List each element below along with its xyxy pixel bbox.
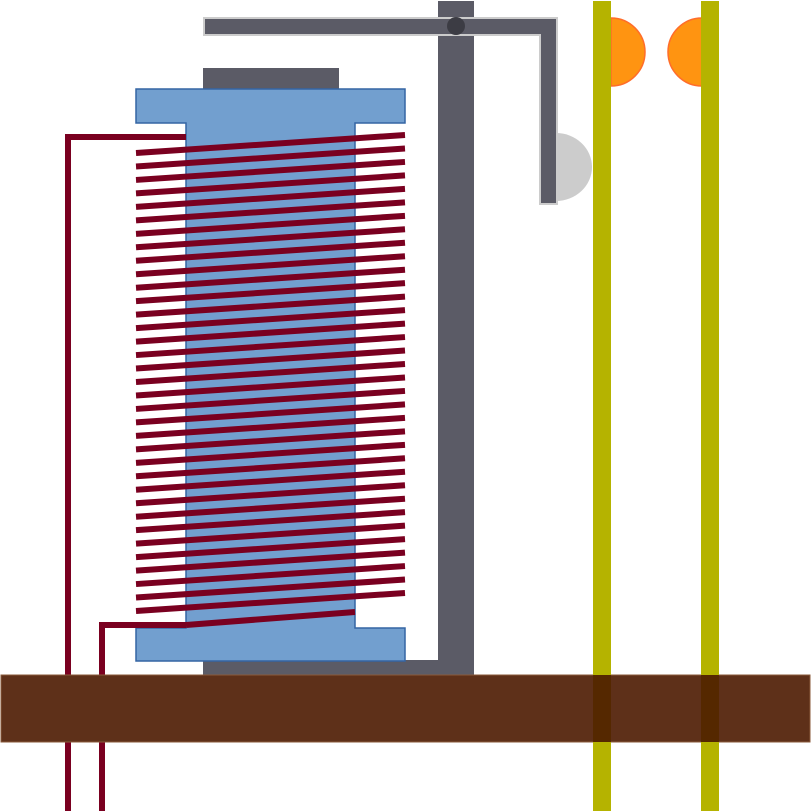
- coil-winding: [135, 172, 406, 197]
- core-top: [203, 68, 339, 90]
- coil-winding: [135, 590, 406, 614]
- coil-winding: [135, 361, 406, 385]
- contact-bar-left-base: [593, 675, 611, 742]
- coil-winding: [135, 401, 406, 426]
- coil-winding: [135, 280, 406, 305]
- coil-winding: [135, 482, 406, 507]
- coil-winding: [135, 212, 406, 237]
- contact-bar-right: [701, 1, 719, 811]
- contact-bar-left: [593, 1, 611, 811]
- coil-winding: [135, 549, 406, 574]
- pivot: [447, 17, 465, 35]
- coil-lead-left: [65, 134, 186, 811]
- contact-bar-right-base: [701, 675, 719, 742]
- coil-winding-end: [185, 609, 356, 628]
- coil-winding: [135, 441, 406, 466]
- coil-winding: [135, 185, 406, 210]
- coil-winding: [135, 495, 406, 520]
- coil-winding: [135, 158, 406, 183]
- coil-windings: [135, 132, 406, 628]
- coil-winding: [135, 468, 406, 493]
- coil-winding: [135, 387, 406, 412]
- armature: [203, 17, 558, 205]
- yoke-bottom: [203, 660, 473, 676]
- coil-winding: [135, 293, 406, 318]
- coil-winding: [135, 266, 406, 291]
- coil-winding: [135, 199, 406, 224]
- coil-winding: [135, 522, 406, 547]
- coil-winding: [135, 239, 406, 264]
- coil-winding: [135, 563, 406, 588]
- contact-left: [610, 17, 646, 87]
- coil-winding: [135, 226, 406, 251]
- coil-winding: [135, 455, 406, 480]
- coil-winding: [135, 428, 406, 453]
- armature-pad: [556, 133, 592, 201]
- base-board: [0, 674, 811, 743]
- coil-winding: [135, 347, 406, 372]
- coil-lead-right: [99, 622, 186, 811]
- coil-winding: [135, 536, 406, 561]
- coil-winding: [135, 334, 406, 359]
- yoke-vertical: [438, 1, 474, 676]
- coil-winding: [135, 307, 406, 332]
- contact-right: [667, 17, 703, 87]
- coil-winding: [135, 414, 406, 439]
- coil-winding: [135, 576, 406, 601]
- coil-winding: [135, 320, 406, 345]
- coil-winding: [135, 132, 406, 156]
- coil-winding: [135, 509, 406, 534]
- coil-winding: [135, 253, 406, 278]
- coil-winding: [135, 145, 406, 170]
- coil-winding: [135, 374, 406, 399]
